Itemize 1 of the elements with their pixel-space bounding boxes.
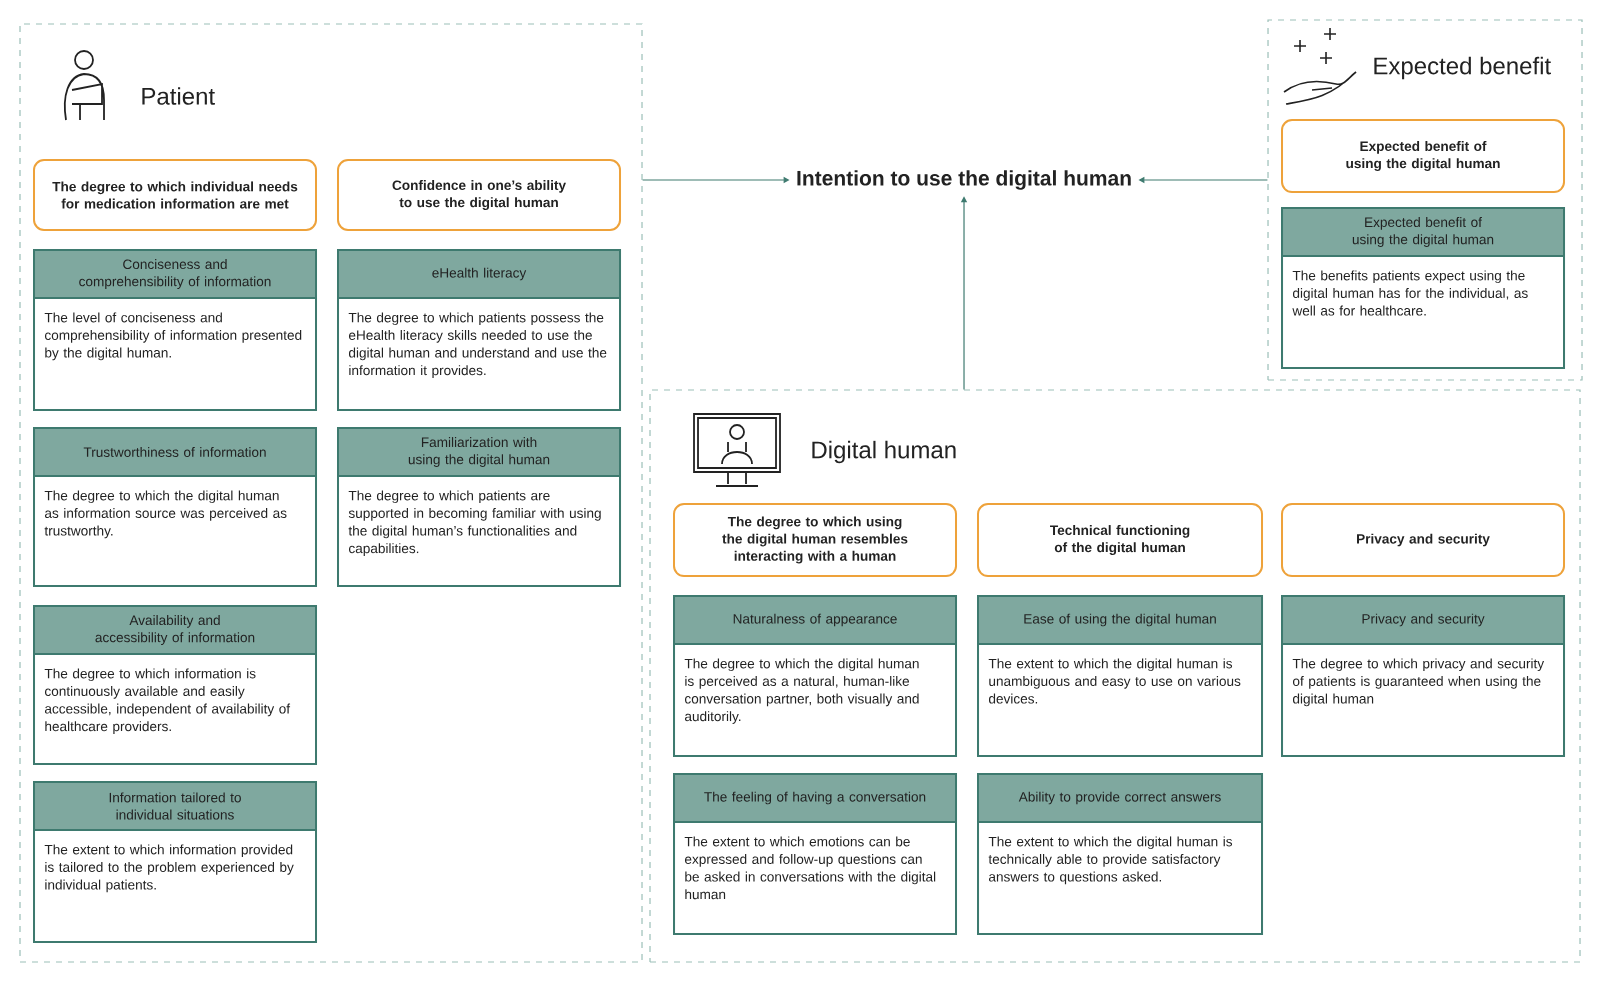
outcome-label: Intention to use the digital human: [797, 170, 1131, 190]
